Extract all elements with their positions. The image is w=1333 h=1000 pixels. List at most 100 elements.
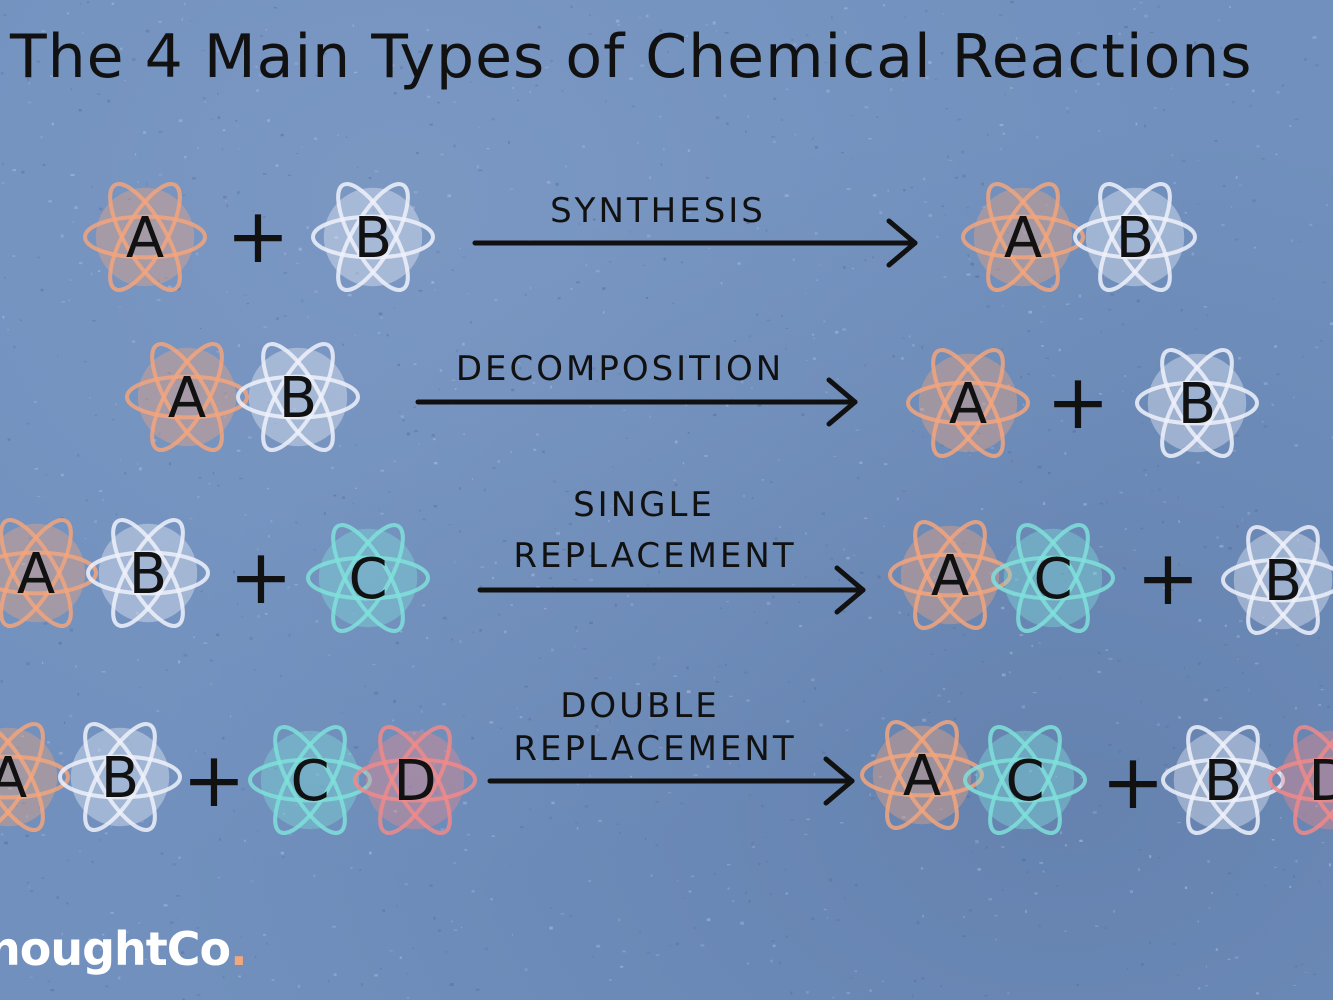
plus-sign: + bbox=[226, 191, 290, 280]
atom-label: B bbox=[1204, 749, 1242, 814]
logo-text: houghtCo bbox=[0, 922, 231, 976]
atom-nucleus-shade bbox=[137, 347, 237, 447]
page-title: The 4 Main Types of Chemical Reactions bbox=[10, 22, 1253, 92]
atom-b: B bbox=[236, 342, 360, 452]
brand-logo: houghtCo. bbox=[0, 922, 248, 976]
atom-orbit bbox=[1221, 557, 1333, 603]
atom-orbit bbox=[1016, 523, 1090, 633]
atom-orbit bbox=[1161, 757, 1285, 803]
reaction-label: SYNTHESIS bbox=[550, 191, 766, 231]
atom-orbit bbox=[906, 380, 1030, 426]
atom-c: C bbox=[991, 523, 1115, 633]
atom-orbit bbox=[336, 182, 410, 292]
atom-orbit bbox=[986, 182, 1060, 292]
atom-b: B bbox=[58, 722, 182, 832]
atom-orbit bbox=[860, 752, 984, 798]
atom-nucleus-shade bbox=[318, 528, 418, 628]
atom-orbit bbox=[248, 757, 372, 803]
atom-orbit bbox=[0, 754, 70, 800]
atom-c: C bbox=[963, 725, 1087, 835]
atom-orbit bbox=[1160, 348, 1234, 458]
atom-nucleus-shade bbox=[900, 525, 1000, 625]
atom-b: B bbox=[1135, 348, 1259, 458]
atom-nucleus-shade bbox=[1147, 353, 1247, 453]
atom-orbit bbox=[353, 757, 477, 803]
atom-b: B bbox=[1161, 725, 1285, 835]
atom-nucleus-shade bbox=[1003, 528, 1103, 628]
reaction-label-line1: SINGLE bbox=[573, 485, 715, 525]
atom-orbit bbox=[86, 550, 210, 596]
atom-orbit bbox=[0, 722, 45, 832]
atom-orbit bbox=[108, 182, 182, 292]
atom-orbit bbox=[988, 725, 1062, 835]
atom-b: B bbox=[86, 518, 210, 628]
plus-sign: + bbox=[229, 532, 293, 621]
atom-orbit bbox=[111, 518, 185, 628]
atom-nucleus-shade bbox=[0, 523, 86, 623]
atom-nucleus-shade bbox=[973, 187, 1073, 287]
atom-orbit bbox=[1098, 182, 1172, 292]
atom-nucleus-shade bbox=[1173, 730, 1273, 830]
atom-orbit bbox=[1160, 348, 1234, 458]
plus-sign: + bbox=[182, 735, 246, 824]
atom-orbit bbox=[961, 214, 1085, 260]
atom-a: A bbox=[83, 182, 207, 292]
atom-b: B bbox=[311, 182, 435, 292]
atom-nucleus-shade bbox=[98, 523, 198, 623]
atom-c: C bbox=[306, 523, 430, 633]
atom-label: B bbox=[1116, 206, 1154, 271]
atom-orbit bbox=[1293, 725, 1333, 835]
logo-dot: . bbox=[230, 922, 248, 976]
atom-orbit bbox=[108, 182, 182, 292]
atom-orbit bbox=[1016, 523, 1090, 633]
atom-label: C bbox=[348, 547, 387, 612]
atom-a: A bbox=[0, 722, 70, 832]
atom-nucleus-shade bbox=[975, 730, 1075, 830]
atom-b: B bbox=[1073, 182, 1197, 292]
atom-label: A bbox=[903, 744, 941, 809]
atom-label: A bbox=[126, 206, 164, 271]
arrow-head bbox=[826, 377, 858, 427]
atom-nucleus-shade bbox=[1085, 187, 1185, 287]
atom-orbit bbox=[913, 520, 987, 630]
atom-orbit bbox=[331, 523, 405, 633]
reaction-decomposition: A B DECOMPOSITION A + B bbox=[125, 342, 1259, 458]
reaction-arrow bbox=[477, 565, 866, 615]
atom-orbit bbox=[991, 555, 1115, 601]
atom-orbit bbox=[306, 555, 430, 601]
atom-orbit bbox=[0, 518, 73, 628]
atom-orbit bbox=[378, 725, 452, 835]
reaction-single-replacement: A B + C SINGLE REPLACEMENT A C + B bbox=[0, 485, 1333, 635]
atom-orbit bbox=[0, 722, 45, 832]
atom-orbit bbox=[0, 518, 73, 628]
atom-nucleus-shade bbox=[70, 727, 170, 827]
arrow-head bbox=[886, 218, 918, 268]
arrow-head bbox=[834, 565, 866, 615]
atom-orbit bbox=[261, 342, 335, 452]
atom-c: C bbox=[248, 725, 372, 835]
atom-orbit bbox=[913, 520, 987, 630]
atom-orbit bbox=[1073, 214, 1197, 260]
atom-label: A bbox=[168, 366, 206, 431]
atom-label: A bbox=[931, 544, 969, 609]
reaction-label: DECOMPOSITION bbox=[456, 349, 784, 389]
atom-orbit bbox=[931, 348, 1005, 458]
atom-nucleus-shade bbox=[323, 187, 423, 287]
atom-nucleus-shade bbox=[918, 353, 1018, 453]
atom-orbit bbox=[150, 342, 224, 452]
atom-label: A bbox=[949, 372, 987, 437]
atom-orbit bbox=[963, 757, 1087, 803]
atom-orbit bbox=[1098, 182, 1172, 292]
atom-label: B bbox=[1178, 372, 1216, 437]
atom-label: A bbox=[1004, 206, 1042, 271]
atom-label: B bbox=[101, 746, 139, 811]
atom-orbit bbox=[378, 725, 452, 835]
atom-label: C bbox=[1005, 749, 1044, 814]
plus-sign: + bbox=[1101, 737, 1165, 826]
reaction-label-line2: REPLACEMENT bbox=[513, 729, 796, 769]
atom-orbit bbox=[1135, 380, 1259, 426]
atom-b: B bbox=[1221, 525, 1333, 635]
